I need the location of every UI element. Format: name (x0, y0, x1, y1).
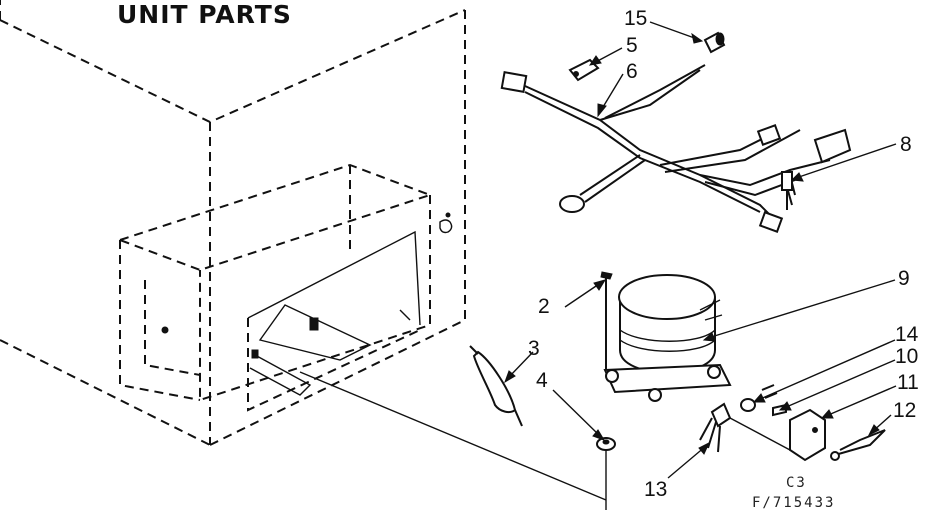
callout-14: 14 (895, 323, 919, 346)
part-11-relay-cover (789, 408, 826, 462)
callout-leaders (504, 21, 897, 479)
compartment-outline (116, 163, 434, 412)
callout-10: 10 (895, 345, 919, 368)
leader-compartment (299, 371, 607, 501)
callout-4: 4 (536, 369, 548, 392)
cabinet-outline (0, 0, 466, 446)
part-2-stud (600, 271, 613, 370)
callout-6: 6 (626, 60, 638, 83)
diagram-title: UNIT PARTS (117, 0, 292, 29)
part-6-wiring-harness (500, 64, 852, 233)
part-13-overload (699, 402, 791, 453)
part-12-retainer (830, 429, 886, 461)
part-14-10-fasteners (740, 384, 787, 417)
part-3-drier (469, 345, 523, 427)
callout-9: 9 (898, 267, 910, 290)
base-pan (161, 212, 453, 396)
part-15-cap (703, 31, 726, 54)
callout-8: 8 (900, 133, 912, 156)
callout-2: 2 (538, 295, 550, 318)
drawing-code-line2: F/715433 (752, 495, 836, 511)
callout-5: 5 (626, 34, 638, 57)
callout-15: 15 (624, 7, 648, 30)
part-4-grommet (596, 437, 616, 451)
part-9-compressor (603, 274, 732, 402)
part-8-connector (781, 171, 793, 210)
callout-11: 11 (897, 371, 919, 394)
drawing-code-line1: C3 (786, 475, 807, 491)
callout-12: 12 (893, 399, 917, 422)
callout-13: 13 (644, 478, 668, 501)
callout-3: 3 (528, 337, 540, 360)
